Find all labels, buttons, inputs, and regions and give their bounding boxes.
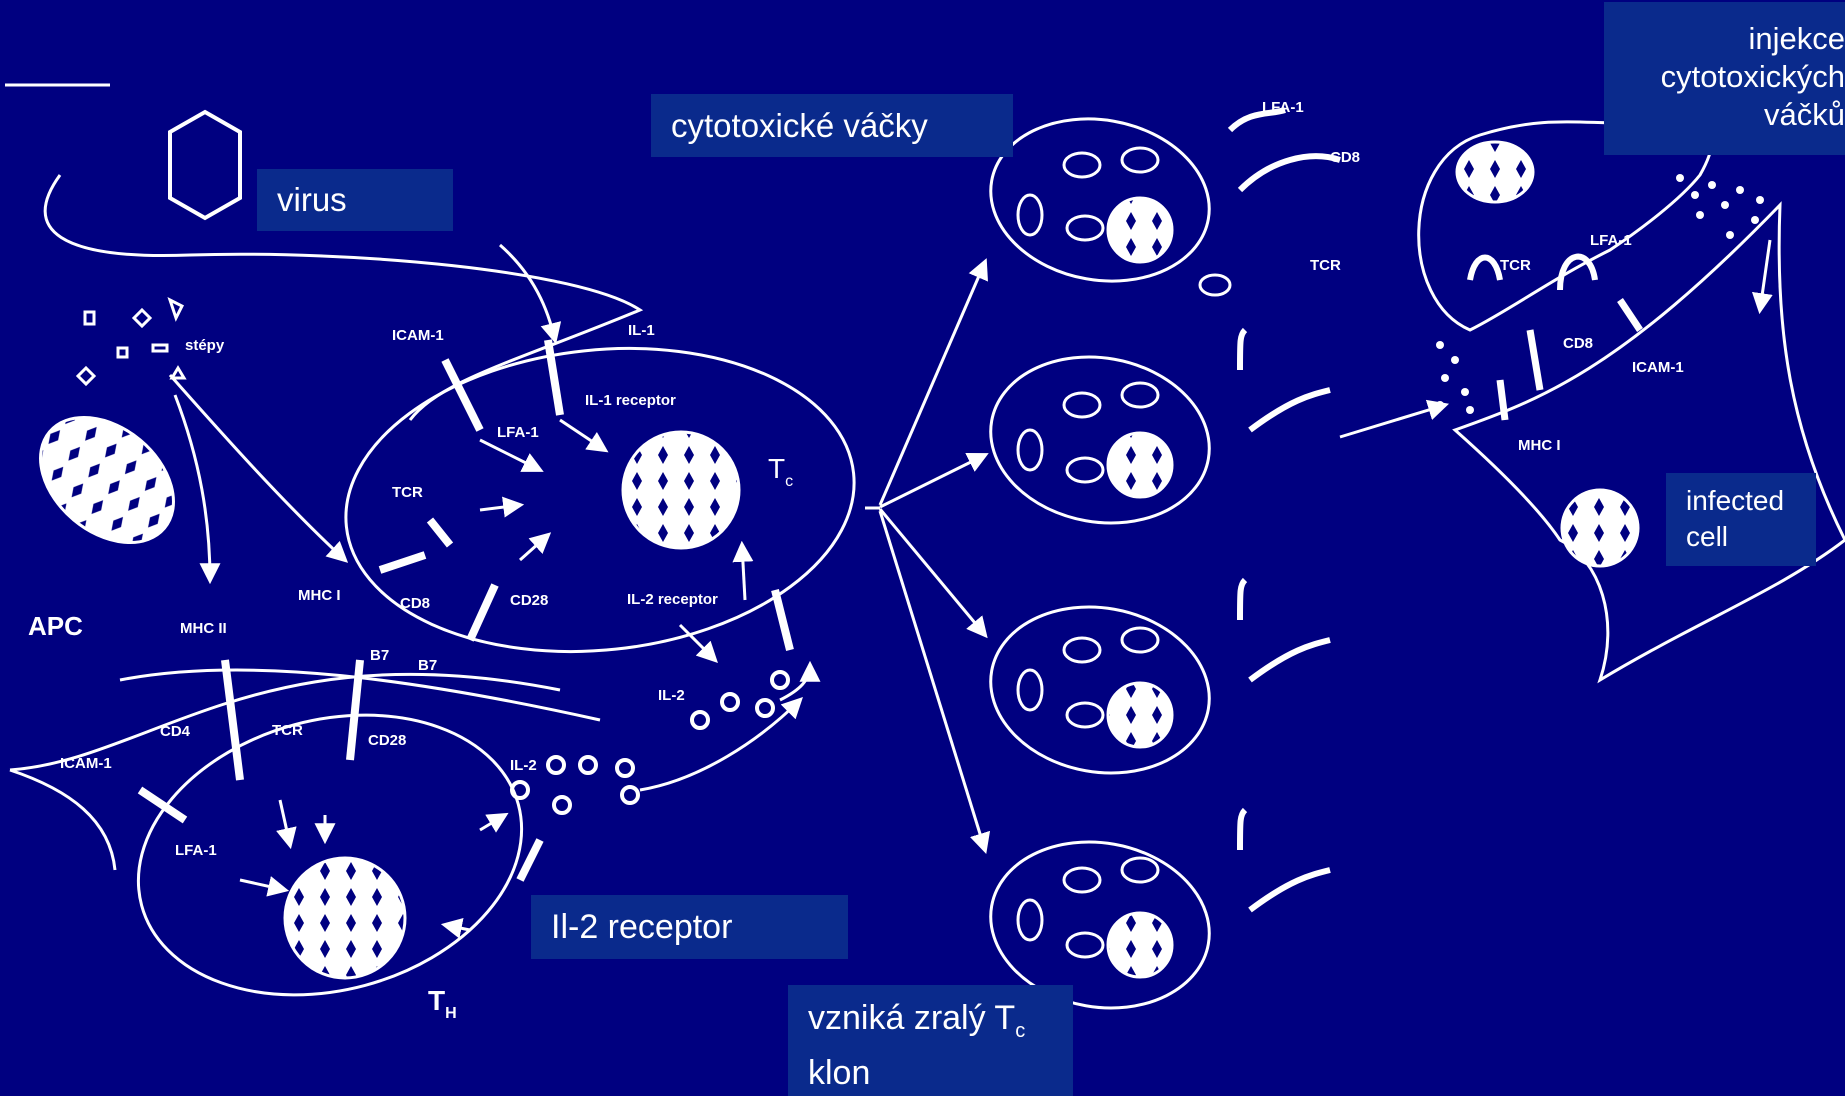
tc-cell <box>344 346 856 654</box>
peptide-fragments <box>75 297 187 387</box>
signal-arrows <box>168 243 821 939</box>
label-tcr-th: TCR <box>272 722 303 739</box>
il2-molecules <box>510 670 790 815</box>
mature-clone-label: vzniká zralý Tc klon <box>788 985 1073 1096</box>
clone-subscript: c <box>1015 1019 1026 1042</box>
virus-label: virus <box>257 169 453 231</box>
label-cd8-attack: CD8 <box>1563 335 1593 352</box>
tc-clone-2 <box>989 327 1331 525</box>
label-lfa1-attack: LFA-1 <box>1590 232 1632 249</box>
label-cd8-clone: CD8 <box>1330 149 1360 166</box>
label-il1-receptor: IL-1 receptor <box>585 392 676 409</box>
tc-clone-4 <box>989 807 1331 1010</box>
apc-contact-membrane <box>119 668 601 722</box>
label-b7-a: B7 <box>370 647 389 664</box>
label-lfa1-clone: LFA-1 <box>1262 99 1304 116</box>
label-tcr-attack: TCR <box>1500 257 1531 274</box>
receptors <box>137 339 794 882</box>
tc-clone-1 <box>989 107 1341 297</box>
infected-line-2: cell <box>1686 521 1729 552</box>
th-nucleus <box>283 856 407 980</box>
label-lfa1-tc: LFA-1 <box>497 424 539 441</box>
label-icam1-th: ICAM-1 <box>60 755 112 772</box>
injection-line-3: váčků <box>1764 97 1845 132</box>
label-icam1-attack: ICAM-1 <box>1632 359 1684 376</box>
label-cd8: CD8 <box>400 595 430 612</box>
label-cd28-tc: CD28 <box>510 592 548 609</box>
vesicle-injection-label: injekce cytotoxických váčků <box>1604 2 1845 155</box>
injection-line-1: injekce <box>1748 21 1845 56</box>
infected-cell-nucleus <box>1560 488 1640 568</box>
label-mhc1-attack: MHC I <box>1518 437 1561 454</box>
th-cell <box>136 713 524 997</box>
clone-line-1: vzniká zralý Tc <box>808 999 1026 1042</box>
label-b7-b: B7 <box>418 657 437 674</box>
label-lfa1-th: LFA-1 <box>175 842 217 859</box>
label-icam1-top: ICAM-1 <box>392 327 444 344</box>
label-th: TH <box>428 985 457 1022</box>
label-cd4: CD4 <box>160 723 191 740</box>
label-tcr-clone: TCR <box>1310 257 1341 274</box>
tc-clone-3 <box>989 577 1331 775</box>
infected-line-1: infected <box>1686 485 1785 516</box>
label-il1: IL-1 <box>628 322 655 339</box>
clone-line-2: klon <box>808 1053 871 1092</box>
apc-nucleus <box>39 415 175 545</box>
infected-cell-label: infected cell <box>1666 473 1816 566</box>
injection-line-2: cytotoxických <box>1660 59 1845 94</box>
label-il2-b: IL-2 <box>510 757 537 774</box>
apc-membrane <box>9 174 644 871</box>
label-mhc2: MHC II <box>180 620 227 637</box>
tc-nucleus <box>621 430 741 550</box>
label-cd28-th: CD28 <box>368 732 406 749</box>
attack-receptors <box>1496 298 1643 421</box>
infected-cell-membrane <box>1452 201 1845 684</box>
label-mhc1: MHC I <box>298 587 341 604</box>
label-tcr-tc: TCR <box>392 484 423 501</box>
cytotoxic-granules <box>1436 174 1764 414</box>
label-apc: APC <box>28 611 83 641</box>
tc-attacking <box>1417 116 1714 332</box>
label-il2-a: IL-2 <box>658 687 685 704</box>
cytotoxic-vesicles-label: cytotoxické váčky <box>651 94 1013 157</box>
label-il2-receptor: IL-2 receptor <box>627 591 718 608</box>
clone-arrows <box>878 239 1773 855</box>
virus-hexagon <box>168 109 242 221</box>
label-stepy: stépy <box>185 337 225 354</box>
label-tc: Tc <box>768 453 793 490</box>
il2-receptor-label: Il-2 receptor <box>531 895 848 959</box>
